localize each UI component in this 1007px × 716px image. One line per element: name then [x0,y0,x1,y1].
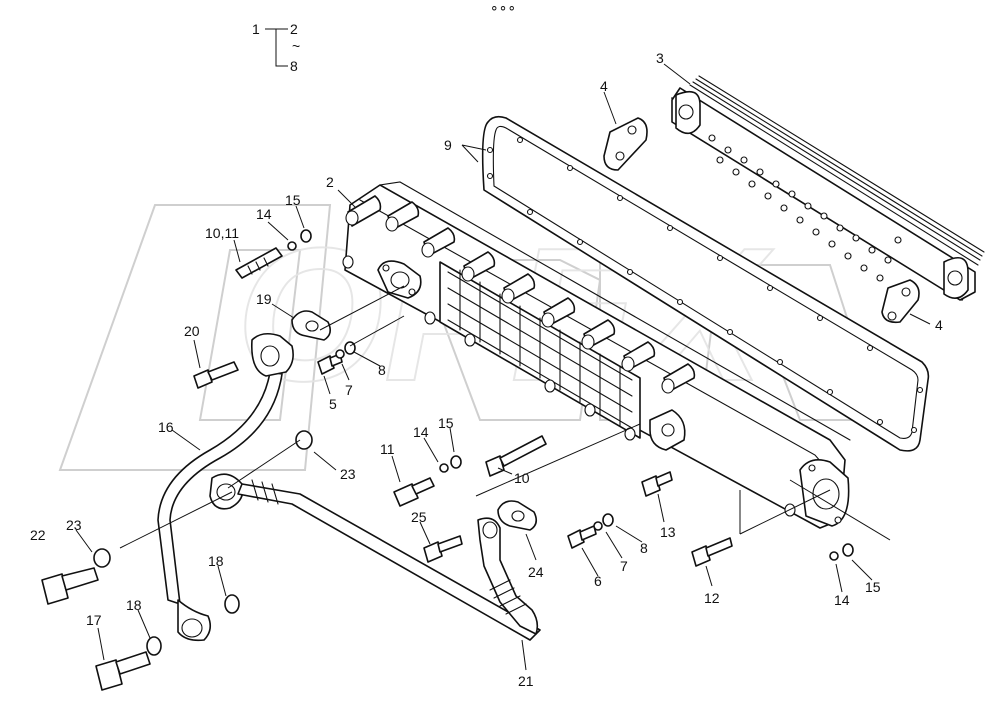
bolt-20 [193,361,239,389]
washer-14-bottom [829,551,839,561]
callout-7: 7 [345,382,353,398]
cover-bosses [342,195,796,517]
legend-range-end: 8 [290,58,298,74]
assembly-legend: 1 2 ~ 8 [252,21,300,74]
washer-7-top [335,349,345,359]
callout-20: 20 [184,323,200,339]
oil-pipe-21 [237,479,541,641]
callout-17: 17 [86,612,102,628]
callout-9: 9 [444,137,452,153]
legend-range-sep: ~ [292,38,300,54]
bolt-13 [641,471,673,497]
stud-11 [393,477,435,507]
bolt-17 [95,651,151,691]
callout-23: 23 [66,517,82,533]
callout-7: 7 [620,558,628,574]
callout-18: 18 [208,553,224,569]
cover-flange-upper [377,260,422,299]
bolt-12 [691,537,733,567]
callout-8: 8 [378,362,386,378]
leader-lines [75,63,931,671]
callout-14: 14 [413,424,429,440]
oil-cooler-element [671,75,985,301]
cooler-cover [342,181,851,529]
cover-ribs [439,261,641,439]
gasket-upper [603,117,648,171]
callout-12: 12 [704,590,720,606]
callout-6: 6 [594,573,602,589]
callout-24: 24 [528,564,544,580]
callout-13: 13 [660,524,676,540]
bolt-22 [41,567,99,605]
bolt-10-11 [235,247,283,279]
callout-14: 14 [256,206,272,222]
callout-4: 4 [935,317,943,333]
callout-15: 15 [438,415,454,431]
callout-10: 10 [514,470,530,486]
washer-14-mid [439,463,449,473]
callout-25: 25 [411,509,427,525]
gasket-24 [497,500,538,531]
callout-10-11: 10,11 [205,225,239,241]
callout-3: 3 [656,50,664,66]
callout-labels: 3 4 4 9 2 15 14 10,11 19 20 5 7 8 16 23 … [30,50,943,689]
callout-15: 15 [285,192,301,208]
washer-14-top [287,241,297,251]
callout-4: 4 [600,78,608,94]
legend-top: 1 [252,21,260,37]
callout-21: 21 [518,673,534,689]
callout-5: 5 [329,396,337,412]
oil-pipe-16 [157,332,294,642]
gasket-19 [291,310,332,341]
washer-15-mid [450,455,462,469]
gasket-bolt-holes [486,136,924,434]
washer-8-bottom [602,513,614,527]
washer-15-top [300,229,312,243]
callout-11: 11 [380,441,395,457]
cover-port [649,409,686,451]
callout-18: 18 [126,597,142,613]
callout-16: 16 [158,419,174,435]
bolt-25 [423,535,463,563]
washer-18-top [224,594,240,614]
bolt-6 [567,525,597,549]
legend-range-start: 2 [290,21,298,37]
washer-18-bottom [146,636,162,656]
washer-23-top [295,430,313,450]
cooler-plate-holes [708,134,902,282]
callout-23: 23 [340,466,356,482]
callout-2: 2 [326,174,334,190]
callout-14: 14 [834,592,850,608]
callout-15: 15 [865,579,881,595]
washer-7-bottom [593,521,603,531]
callout-19: 19 [256,291,272,307]
callout-22: 22 [30,527,46,543]
washer-15-bottom [842,543,854,557]
gasket-lower [881,279,920,324]
bolt-10 [485,435,547,477]
callout-8: 8 [640,540,648,556]
header-mark: ∘∘∘ [490,0,516,15]
washer-23-bottom [93,548,111,568]
cover-gasket [481,115,930,452]
